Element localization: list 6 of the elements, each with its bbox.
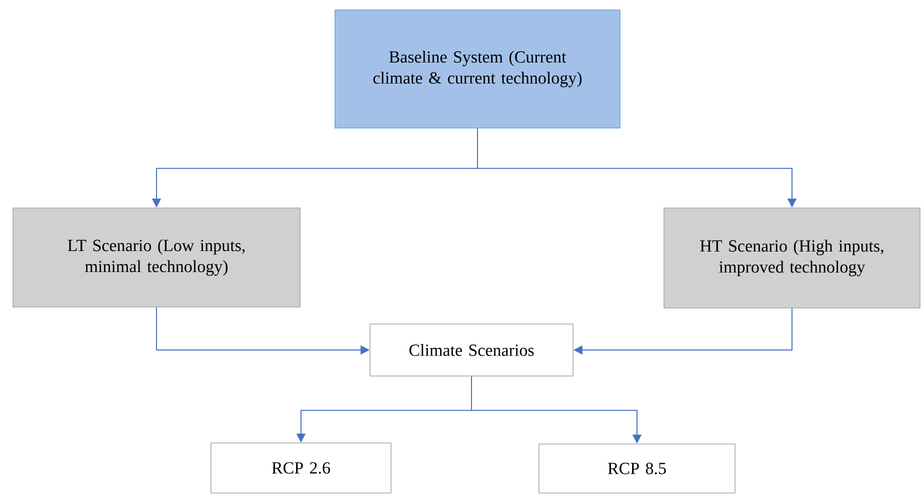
- scenario-box: LT Scenario (Low inputs, minimal technology): [12, 208, 300, 308]
- result-box: RCP 2.6: [210, 442, 392, 494]
- process-box: Climate Scenarios: [370, 324, 574, 376]
- result-box: RCP 8.5: [538, 444, 736, 494]
- process-box: Baseline System (Current climate & current technology): [334, 10, 620, 128]
- scenario-box: HT Scenario (High inputs, improved technology: [664, 208, 920, 308]
